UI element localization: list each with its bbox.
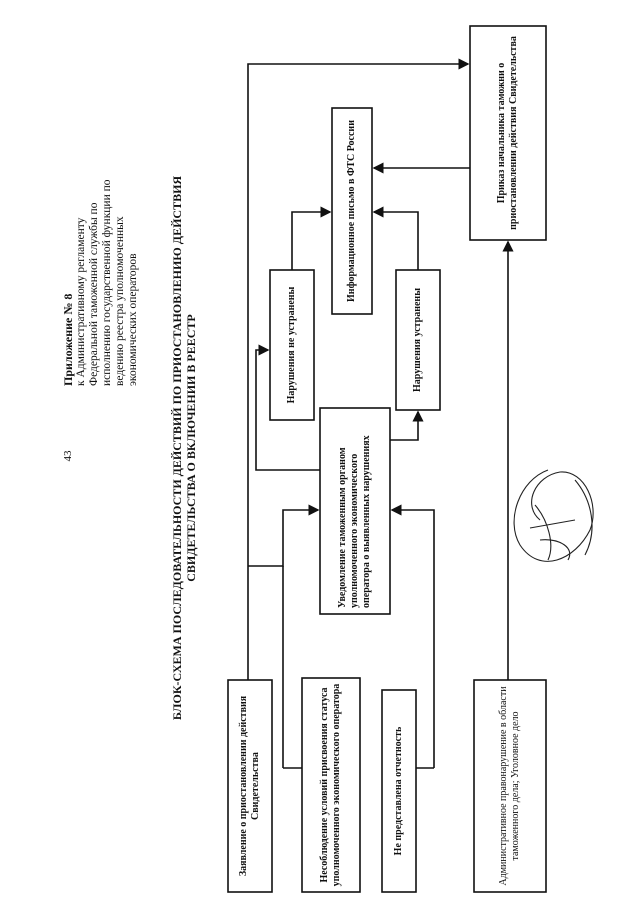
box-fixed-text: Нарушения устранены bbox=[412, 287, 423, 393]
box-admin-offense-text: Административное правонарушение в област… bbox=[498, 686, 521, 886]
signature bbox=[513, 469, 594, 562]
box-order bbox=[469, 25, 547, 241]
line-noreport-up bbox=[390, 504, 435, 768]
line-notfixed-to-info bbox=[291, 206, 332, 270]
box-noncompliance-text: Несоблюдение условий присвоения статуса … bbox=[319, 683, 342, 887]
box-application bbox=[227, 679, 273, 893]
box-info-letter-text: Информационное письмо в ФТС России bbox=[346, 120, 357, 302]
box-no-report-text: Не представлена отчетность bbox=[393, 726, 404, 856]
line-fixed-to-info bbox=[372, 206, 419, 270]
line-app-to-notif bbox=[248, 504, 320, 567]
box-application-text: Заявление о приостановлении действия Сви… bbox=[238, 695, 261, 877]
line-notif-to-fixed bbox=[390, 410, 424, 441]
box-notification-text: Уведомление таможенным органом уполномоч… bbox=[337, 435, 372, 608]
box-info-letter bbox=[331, 107, 373, 315]
box-no-report bbox=[381, 689, 417, 893]
line-notif-to-notfixed bbox=[255, 344, 320, 471]
box-order-text: Приказ начальника таможни о приостановле… bbox=[496, 36, 519, 230]
box-noncompliance bbox=[301, 677, 361, 893]
line-app-to-order bbox=[247, 58, 470, 680]
box-admin-offense bbox=[473, 679, 547, 893]
box-notification bbox=[319, 407, 391, 615]
box-not-fixed-text: Нарушения не устранены bbox=[286, 286, 297, 404]
